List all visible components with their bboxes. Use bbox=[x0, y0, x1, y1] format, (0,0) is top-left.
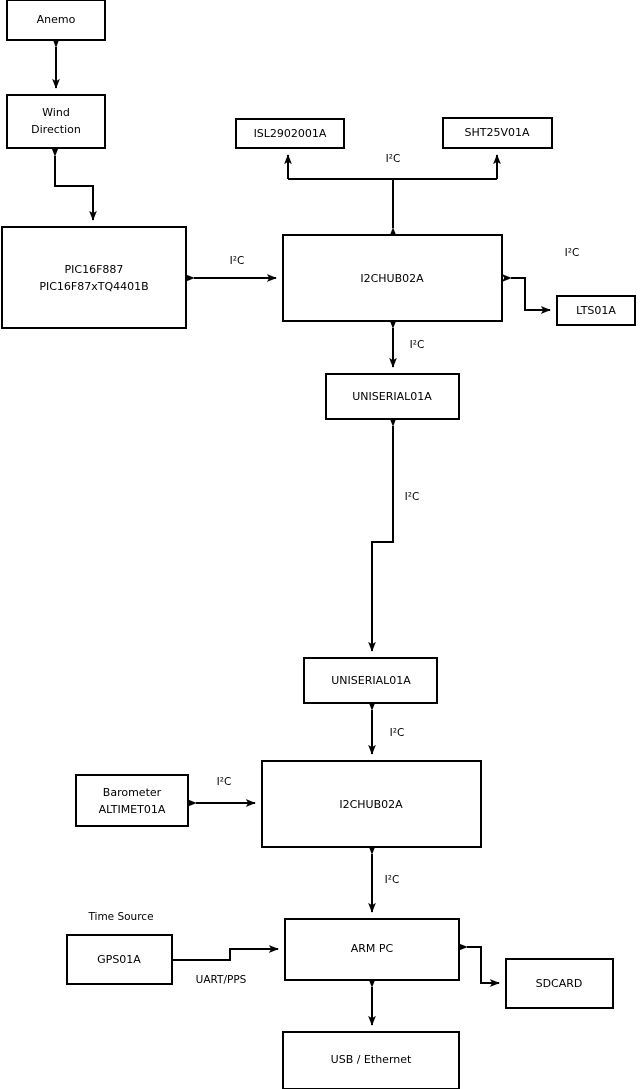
node-label-uniserial01a-lower: UNISERIAL01A bbox=[331, 674, 411, 687]
node-rect-anemo[interactable] bbox=[6, 0, 106, 41]
node-lts01a[interactable]: LTS01A bbox=[556, 295, 636, 326]
node-uniserial01a-lower[interactable]: UNISERIAL01A bbox=[303, 657, 438, 704]
edge-hub-sensors-bus: I²C bbox=[284, 153, 501, 238]
node-label-pic-mcu-line2: PIC16F87xTQ4401B bbox=[39, 280, 148, 293]
node-rect-pic-mcu[interactable] bbox=[1, 226, 187, 329]
edge-label-uniserial-low-hub: I²C bbox=[390, 727, 405, 739]
edge-label-pic-hub: I²C bbox=[230, 255, 245, 267]
edge-line-gps-armpc bbox=[172, 945, 279, 961]
node-label-wind-direction-line1: Wind bbox=[42, 106, 70, 119]
node-i2chub02a-bottom[interactable]: I2CHUB02A bbox=[261, 760, 482, 848]
node-rect-wind-direction[interactable] bbox=[6, 94, 106, 149]
edge-hub-armpc: I²C bbox=[368, 844, 400, 913]
node-rect-i2chub02a-bottom[interactable] bbox=[261, 760, 482, 848]
node-uniserial01a-upper[interactable]: UNISERIAL01A bbox=[325, 373, 460, 420]
edge-line-armpc-sdcard bbox=[457, 943, 500, 987]
node-rect-lts01a[interactable] bbox=[556, 295, 636, 326]
edge-line-hub-lts bbox=[501, 274, 551, 314]
node-anemo[interactable]: Anemo bbox=[6, 0, 106, 41]
node-wind-direction[interactable]: Wind Direction bbox=[6, 94, 106, 149]
node-label-wind-direction-line2: Direction bbox=[31, 123, 81, 136]
edge-line-uniserial-up-low bbox=[368, 416, 397, 652]
edge-label-gps-armpc: UART/PPS bbox=[196, 974, 247, 986]
node-label-isl2902001a: ISL2902001A bbox=[254, 127, 327, 140]
node-rect-uniserial01a-upper[interactable] bbox=[325, 373, 460, 420]
node-isl2902001a[interactable]: ISL2902001A bbox=[235, 118, 345, 149]
edge-barometer-hub: I²C bbox=[186, 776, 256, 807]
node-rect-uniserial01a-lower[interactable] bbox=[303, 657, 438, 704]
edge-hub-lts: I²C bbox=[501, 247, 580, 314]
node-sdcard[interactable]: SDCARD bbox=[505, 958, 614, 1009]
edge-label-barometer-hub: I²C bbox=[217, 776, 232, 788]
edge-label-uniserial-up-low: I²C bbox=[405, 491, 420, 503]
node-arm-pc[interactable]: ARM PC bbox=[284, 918, 460, 981]
node-gps01a[interactable]: GPS01A bbox=[66, 934, 173, 985]
node-label-usb-ethernet: USB / Ethernet bbox=[331, 1053, 412, 1066]
node-label-i2chub02a-bottom: I2CHUB02A bbox=[339, 798, 403, 811]
edge-uniserial-up-low: I²C bbox=[368, 416, 420, 652]
node-label-lts01a: LTS01A bbox=[576, 304, 616, 317]
node-rect-arm-pc[interactable] bbox=[284, 918, 460, 981]
edge-gps-armpc: UART/PPS bbox=[172, 945, 279, 986]
node-rect-i2chub02a-top[interactable] bbox=[282, 234, 503, 322]
node-label-i2chub02a-top: I2CHUB02A bbox=[360, 272, 424, 285]
node-label-barometer-line2: ALTIMET01A bbox=[99, 803, 166, 816]
node-rect-isl2902001a[interactable] bbox=[235, 118, 345, 149]
node-rect-sht25v01a[interactable] bbox=[442, 117, 553, 149]
node-i2chub02a-top[interactable]: I2CHUB02A bbox=[282, 234, 503, 322]
node-label-pic-mcu-line1: PIC16F887 bbox=[65, 263, 124, 276]
label-time-source: Time Source bbox=[87, 911, 153, 923]
node-label-barometer-line1: Barometer bbox=[103, 786, 162, 799]
node-label-anemo: Anemo bbox=[37, 13, 76, 26]
node-label-arm-pc: ARM PC bbox=[351, 942, 394, 955]
node-label-uniserial01a-upper: UNISERIAL01A bbox=[352, 390, 432, 403]
edge-wind-pic bbox=[51, 146, 97, 221]
edge-label-hub-lts: I²C bbox=[565, 247, 580, 259]
free-label-layer: Time Source bbox=[87, 911, 153, 923]
edge-pic-hub: I²C bbox=[184, 255, 277, 282]
edge-hub-uniserial-up: I²C bbox=[389, 318, 425, 368]
node-usb-ethernet[interactable]: USB / Ethernet bbox=[282, 1031, 460, 1089]
node-label-gps01a: GPS01A bbox=[97, 953, 141, 966]
node-rect-sdcard[interactable] bbox=[505, 958, 614, 1009]
edge-label-hub-armpc: I²C bbox=[385, 874, 400, 886]
edge-uniserial-low-hub: I²C bbox=[368, 700, 405, 755]
edge-label-hub-isl: I²C bbox=[386, 153, 401, 165]
node-barometer[interactable]: Barometer ALTIMET01A bbox=[75, 774, 189, 827]
edge-label-hub-uniserial-up: I²C bbox=[410, 339, 425, 351]
node-rect-usb-ethernet[interactable] bbox=[282, 1031, 460, 1089]
node-rect-barometer[interactable] bbox=[75, 774, 189, 827]
node-label-sht25v01a: SHT25V01A bbox=[464, 126, 529, 139]
edge-armpc-sdcard bbox=[457, 943, 500, 987]
node-sht25v01a[interactable]: SHT25V01A bbox=[442, 117, 553, 149]
node-label-sdcard: SDCARD bbox=[536, 977, 583, 990]
node-pic-mcu[interactable]: PIC16F887 PIC16F87xTQ4401B bbox=[1, 226, 187, 329]
edge-line-wind-pic bbox=[51, 146, 97, 221]
edge-layer: I²C I²C I²C I²C bbox=[51, 37, 580, 1026]
node-rect-gps01a[interactable] bbox=[66, 934, 173, 985]
